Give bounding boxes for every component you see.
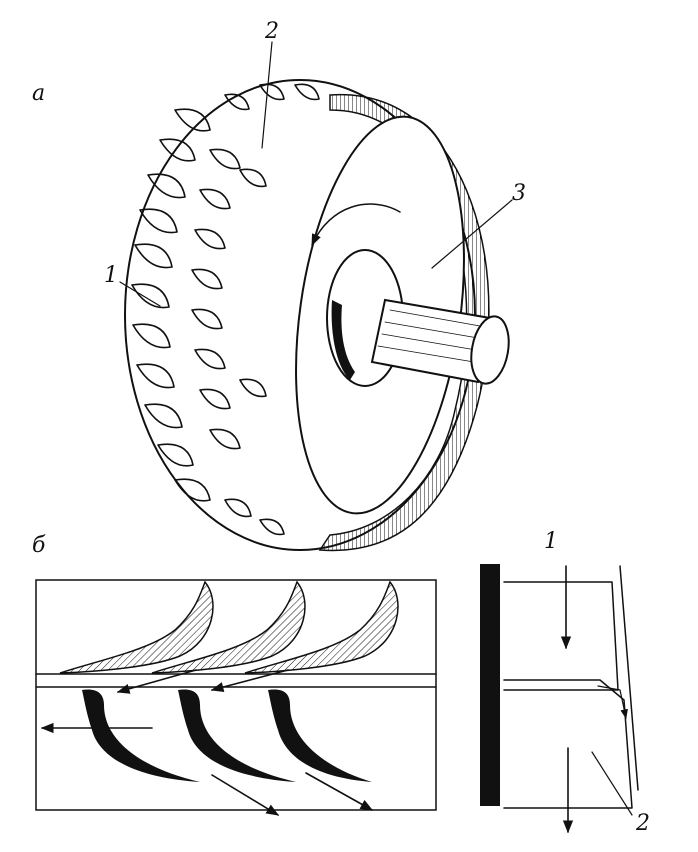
- callout-turbine-3: 3: [512, 181, 526, 206]
- hub-shading: [331, 300, 355, 380]
- nozzle-profile: [503, 581, 619, 691]
- leakage-arrow: [597, 685, 628, 719]
- shaft: [370, 298, 510, 385]
- blade-row: [131, 83, 320, 536]
- leader-section-2: [591, 751, 633, 816]
- flow-arrows: [40, 669, 374, 816]
- rotor-profile: [503, 679, 633, 809]
- cascade-frame: [35, 579, 437, 811]
- casing-line: [619, 565, 639, 791]
- callout-turbine-2: 2: [264, 19, 279, 44]
- callout-section-1: 1: [544, 529, 558, 554]
- blade-cascade: [35, 579, 437, 816]
- nozzle-blades: [59, 580, 399, 674]
- wall: [480, 564, 500, 806]
- rotation-arrow: [311, 203, 401, 247]
- panel-label-a: а: [32, 81, 45, 106]
- leader-3: [431, 199, 513, 269]
- panel-label-b: б: [32, 533, 46, 558]
- leader-2: [261, 41, 273, 149]
- turbine-wheel: [119, 41, 513, 552]
- callout-turbine-1: 1: [104, 263, 118, 288]
- callout-section-2: 2: [635, 811, 650, 836]
- rotor-blades: [82, 689, 372, 782]
- leader-1: [119, 281, 161, 307]
- stage-section: [480, 564, 639, 834]
